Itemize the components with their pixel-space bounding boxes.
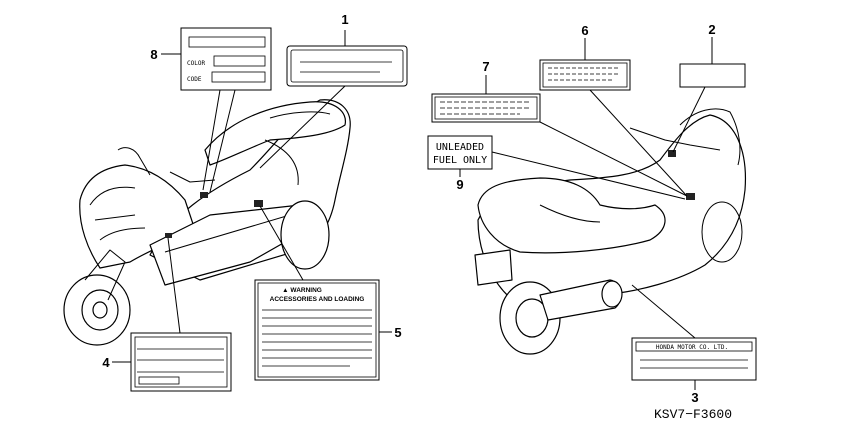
callout-numbers: 1 2 3 4 5 6 7 8 9 xyxy=(102,12,715,405)
warning-title: ▲ WARNING xyxy=(282,287,322,294)
maker-label: HONDA MOTOR CO. LTD. xyxy=(631,337,757,381)
scooter-right-illustration xyxy=(474,108,747,355)
callout-7: 7 xyxy=(482,59,489,74)
label-2-decal xyxy=(679,63,746,88)
warning-label: ▲ WARNING ACCESSORIES AND LOADING xyxy=(254,279,380,381)
callout-2: 2 xyxy=(708,22,715,37)
maker-text: HONDA MOTOR CO. LTD. xyxy=(656,344,728,351)
code-text: CODE xyxy=(187,76,202,83)
color-code-label: COLOR CODE xyxy=(180,27,272,91)
callout-9: 9 xyxy=(456,177,463,192)
leader-lines xyxy=(112,30,713,390)
fuel-line1: UNLEADED xyxy=(436,142,484,153)
fuel-line2: FUEL ONLY xyxy=(433,155,487,166)
diagram-code: KSV7−F3600 xyxy=(654,407,732,422)
callout-6: 6 xyxy=(581,23,588,38)
scooter-left-illustration xyxy=(63,99,351,346)
label-1-decal xyxy=(286,45,408,87)
label-4-decal xyxy=(130,332,232,392)
callout-5: 5 xyxy=(394,325,401,340)
callout-8: 8 xyxy=(150,47,157,62)
warning-subtitle: ACCESSORIES AND LOADING xyxy=(270,296,365,303)
color-text: COLOR xyxy=(187,60,205,67)
callout-4: 4 xyxy=(102,355,110,370)
callout-1: 1 xyxy=(341,12,348,27)
label-6-decal xyxy=(539,59,631,91)
label-7-decal xyxy=(431,93,541,123)
fuel-label: UNLEADED FUEL ONLY xyxy=(427,135,493,170)
callout-3: 3 xyxy=(691,390,698,405)
